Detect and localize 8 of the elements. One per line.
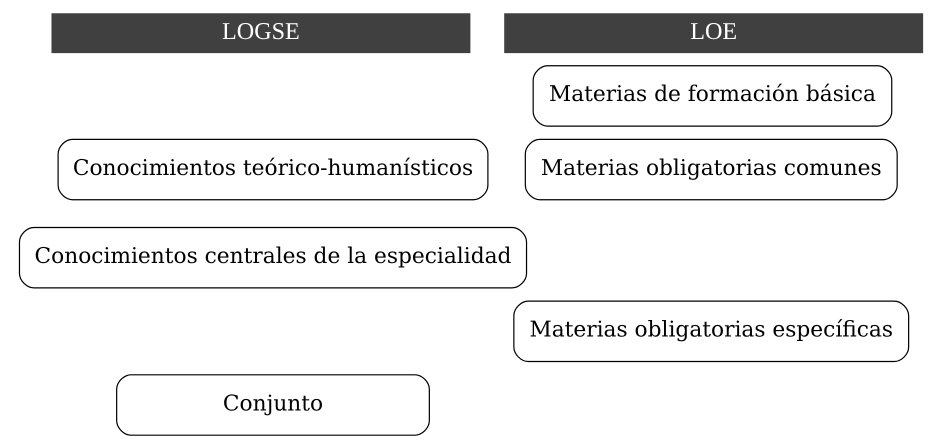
node-box: Conocimientos teórico-humanísticos	[58, 138, 488, 200]
node-box: Materias obligatorias comunes	[524, 138, 898, 200]
node-box: Materias obligatorias específicas	[513, 300, 910, 362]
node-box: Materias de formación básica	[532, 64, 892, 126]
node-box: LOGSE	[51, 12, 470, 53]
node-box: Conocimientos centrales de la especialidad	[18, 226, 528, 288]
node-box: Conjunto	[116, 374, 430, 436]
node-box: LOE	[504, 12, 924, 53]
